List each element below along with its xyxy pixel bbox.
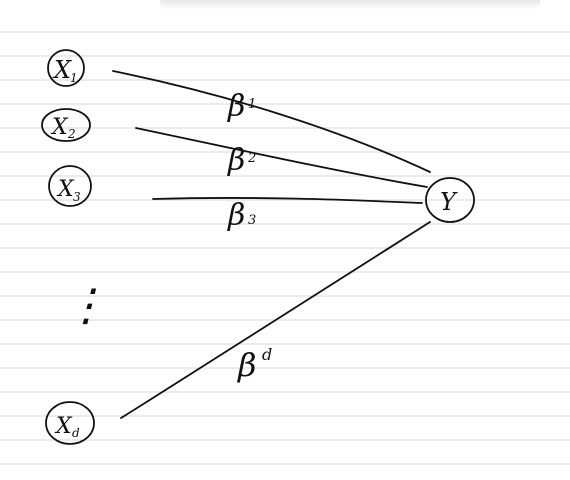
node-xd-circle xyxy=(45,401,95,445)
node-xd-subscript: d xyxy=(72,426,80,440)
weight-b1-subscript: 1 xyxy=(248,97,256,112)
edge-x2-y xyxy=(135,127,428,188)
page-top-shadow xyxy=(160,0,540,10)
ellipsis-dots: ⋮ xyxy=(64,280,108,331)
node-x3-subscript: 3 xyxy=(73,190,81,204)
node-xd-label: X xyxy=(54,414,73,439)
edge-xd-y xyxy=(120,221,431,419)
node-x1-circle xyxy=(47,49,85,87)
node-y-circle xyxy=(425,177,475,223)
weight-bd-label: β xyxy=(237,346,257,384)
node-x1-subscript: 1 xyxy=(70,71,78,85)
edge-x1-y xyxy=(112,70,431,173)
weight-bd-subscript: d xyxy=(262,345,272,364)
node-x2-subscript: 2 xyxy=(67,127,76,141)
weight-b1-label: β xyxy=(227,89,245,124)
node-x3-label: X xyxy=(56,177,75,202)
weight-b3-label: β xyxy=(227,198,245,233)
weight-b2-label: β xyxy=(227,143,245,178)
weight-b3-subscript: 3 xyxy=(248,213,256,228)
node-x2-circle xyxy=(41,108,91,142)
ruled-lines xyxy=(0,31,570,465)
edge-x3-y xyxy=(152,197,423,204)
node-y-label: Y xyxy=(440,188,458,216)
node-x1-label: X xyxy=(52,56,72,84)
weight-b2-subscript: 2 xyxy=(247,151,256,166)
node-x2-label: X xyxy=(50,115,69,140)
node-x3-circle xyxy=(48,165,92,207)
